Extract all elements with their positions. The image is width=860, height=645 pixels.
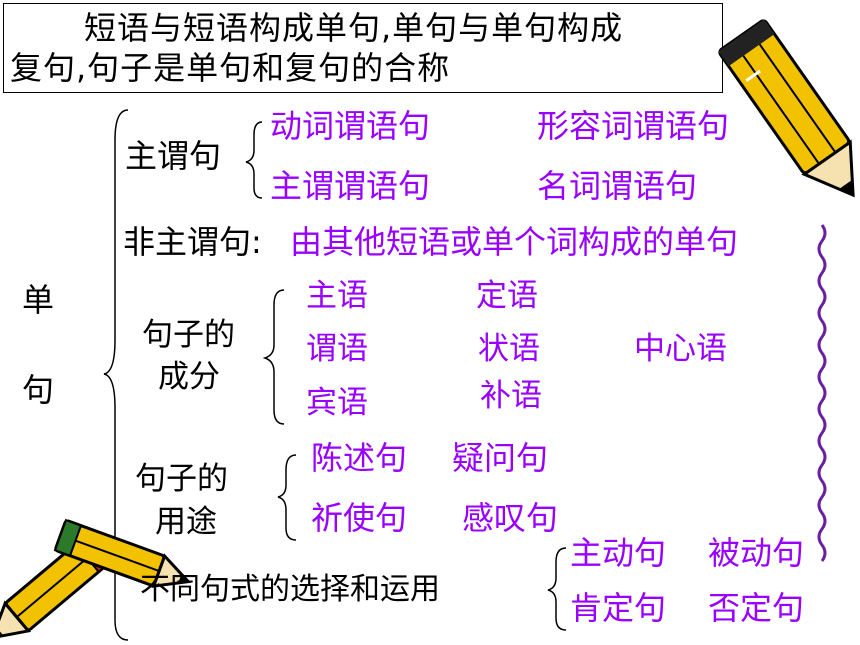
yongtu-label-1: 句子的 [135,461,228,497]
pencil-right-icon [53,518,192,588]
zhuwei-item-3: 主谓谓语句 [270,167,431,205]
xuanze-item-kending: 肯定句 [570,589,667,627]
yongtu-item-yiwen: 疑问句 [452,439,549,477]
side-label-1: 单 [22,281,55,319]
title-line-1: 短语与短语构成单句,单句与单句构成 [84,9,624,47]
chengfen-item-weiyu: 谓语 [306,331,368,367]
chengfen-item-dingyu: 定语 [476,278,538,314]
xuanze-item-beidong: 被动句 [708,534,805,572]
zhuwei-item-4: 名词谓语句 [537,167,698,205]
pencil-top-icon [718,19,855,198]
yongtu-item-qishi: 祈使句 [311,499,408,537]
chengfen-item-binyu: 宾语 [306,385,368,421]
zhuwei-item-1: 动词谓语句 [270,107,431,145]
title-line-2: 复句,句子是单句和复句的合称 [10,49,451,87]
yongtu-brace [277,454,297,541]
chengfen-item-zhuangyu: 状语 [478,331,540,367]
yongtu-item-gantan: 感叹句 [462,499,559,537]
zhuwei-label: 主谓句 [125,137,222,175]
feizhuwei-label: 非主谓句: [123,223,262,261]
xuanze-brace [547,547,567,631]
xuanze-label: 不同句式的选择和运用 [140,572,440,607]
feizhuwei-desc: 由其他短语或单个词构成的单句 [290,223,739,261]
yongtu-item-chenshu: 陈述句 [311,439,408,477]
chengfen-label-1: 句子的 [142,317,235,353]
yongtu-label-2: 用途 [155,504,217,540]
chengfen-item-zhongxinyu: 中心语 [634,331,727,367]
xuanze-item-fouding: 否定句 [708,589,805,627]
main-brace [103,109,129,641]
xuanze-item-zhudong: 主动句 [570,534,667,572]
zhuwei-brace [245,121,263,199]
title-box: 短语与短语构成单句,单句与单句构成 复句,句子是单句和复句的合称 [3,3,723,93]
wavy-line [817,224,827,562]
chengfen-brace [262,289,285,425]
side-label-2: 句 [22,371,55,409]
chengfen-item-buyu: 补语 [480,378,542,414]
zhuwei-item-2: 形容词谓语句 [537,107,730,145]
chengfen-label-2: 成分 [158,359,220,395]
chengfen-item-zhuyu: 主语 [306,278,368,314]
